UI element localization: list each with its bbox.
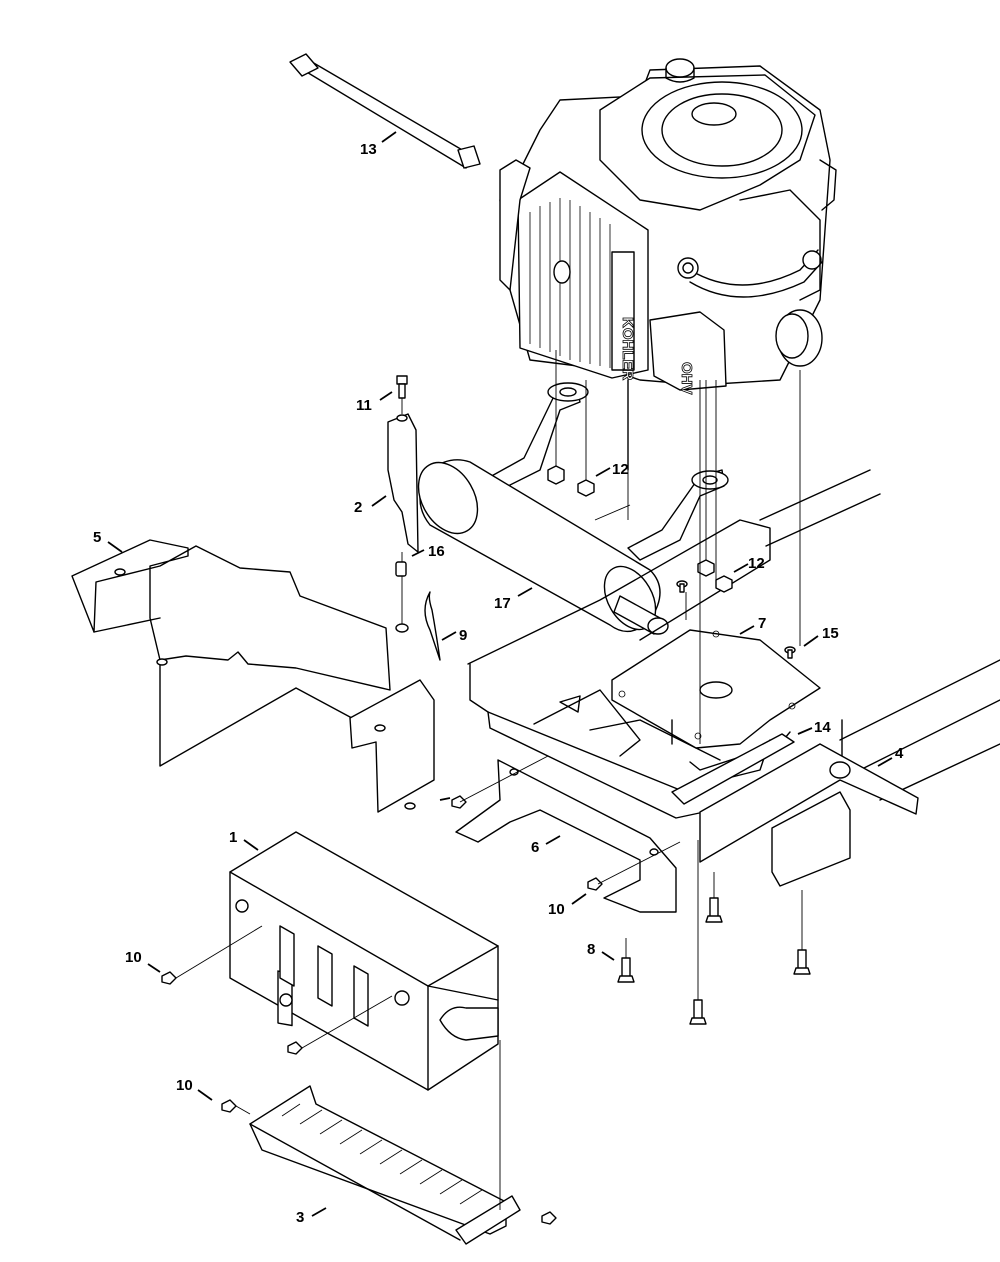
callout-2: 2 — [354, 495, 387, 516]
svg-text:12: 12 — [612, 461, 629, 478]
part-3-grille[interactable] — [249, 1085, 521, 1245]
svg-text:17: 17 — [494, 595, 511, 612]
bolt-8c[interactable] — [689, 999, 707, 1025]
nut-12b[interactable] — [577, 479, 595, 497]
svg-text:11: 11 — [356, 397, 372, 414]
part-1-cover[interactable] — [229, 831, 499, 1091]
callout-16: 16 — [411, 543, 445, 560]
callout-5: 5 — [93, 529, 123, 553]
callout-1: 1 — [229, 829, 259, 851]
svg-text:16: 16 — [428, 543, 445, 560]
svg-text:10: 10 — [548, 901, 565, 918]
svg-text:10: 10 — [176, 1077, 193, 1094]
part-6-bracket[interactable] — [455, 759, 677, 913]
screw-10b[interactable] — [587, 877, 603, 891]
screw-10c[interactable] — [161, 971, 177, 985]
callout-14: 14 — [797, 719, 831, 736]
callout-12a: 12 — [595, 461, 629, 478]
part-2-bracket[interactable] — [387, 413, 419, 553]
callout-10a: 10 — [125, 949, 161, 973]
callout-13: 13 — [360, 131, 397, 158]
screw-10d[interactable] — [287, 1041, 303, 1055]
bolt-8b[interactable] — [705, 897, 723, 923]
part-14-strip[interactable] — [671, 733, 795, 805]
engine-ohv-label: OHV — [678, 362, 695, 395]
callout-7: 7 — [739, 615, 766, 635]
fasteners — [161, 465, 811, 1225]
callout-12b: 12 — [733, 555, 765, 573]
svg-text:7: 7 — [758, 615, 766, 632]
nut-12d[interactable] — [715, 575, 733, 593]
bolt-8d[interactable] — [793, 949, 811, 975]
callout-9: 9 — [441, 627, 467, 644]
guide-lines — [175, 350, 803, 1210]
bolt-15[interactable] — [784, 646, 796, 659]
svg-text:9: 9 — [459, 627, 467, 644]
nut-12a[interactable] — [547, 465, 565, 485]
svg-text:15: 15 — [822, 625, 839, 642]
screw-10e[interactable] — [221, 1099, 237, 1113]
svg-text:5: 5 — [93, 529, 101, 546]
svg-text:2: 2 — [354, 499, 362, 516]
part-13-tube[interactable] — [289, 53, 481, 169]
svg-text:1: 1 — [229, 829, 237, 846]
svg-text:8: 8 — [587, 941, 595, 958]
callout-17: 17 — [494, 587, 533, 612]
callout-10b: 10 — [548, 893, 587, 918]
svg-text:3: 3 — [296, 1209, 304, 1226]
callout-10d — [439, 797, 451, 801]
svg-text:13: 13 — [360, 141, 377, 158]
callout-10c: 10 — [176, 1077, 213, 1101]
callout-4: 4 — [877, 745, 904, 767]
svg-text:12: 12 — [748, 555, 765, 572]
part-9-clip[interactable] — [424, 591, 441, 661]
svg-text:14: 14 — [814, 719, 831, 736]
svg-text:6: 6 — [531, 839, 539, 856]
svg-text:10: 10 — [125, 949, 142, 966]
bolt-15b[interactable] — [676, 580, 688, 593]
callout-11: 11 — [356, 391, 393, 414]
engine-brand-label: KOHLER — [619, 317, 636, 381]
part-4-bracket[interactable] — [699, 743, 919, 887]
part-11-bolt[interactable] — [396, 375, 408, 399]
part-17-muffler[interactable] — [406, 452, 669, 638]
screw-10f[interactable] — [541, 1211, 557, 1225]
part-16-spacer[interactable] — [395, 561, 407, 577]
callout-6: 6 — [531, 835, 561, 856]
callout-3: 3 — [296, 1207, 327, 1226]
part-5-heat-shield[interactable] — [71, 539, 435, 813]
screw-10a[interactable] — [451, 795, 467, 809]
callout-15: 15 — [803, 625, 839, 647]
bolt-8a[interactable] — [617, 957, 635, 983]
part-7-plate[interactable] — [611, 629, 821, 771]
callout-8: 8 — [587, 941, 615, 961]
svg-text:4: 4 — [895, 745, 904, 762]
engine[interactable]: KOHLER OHV — [499, 58, 837, 471]
